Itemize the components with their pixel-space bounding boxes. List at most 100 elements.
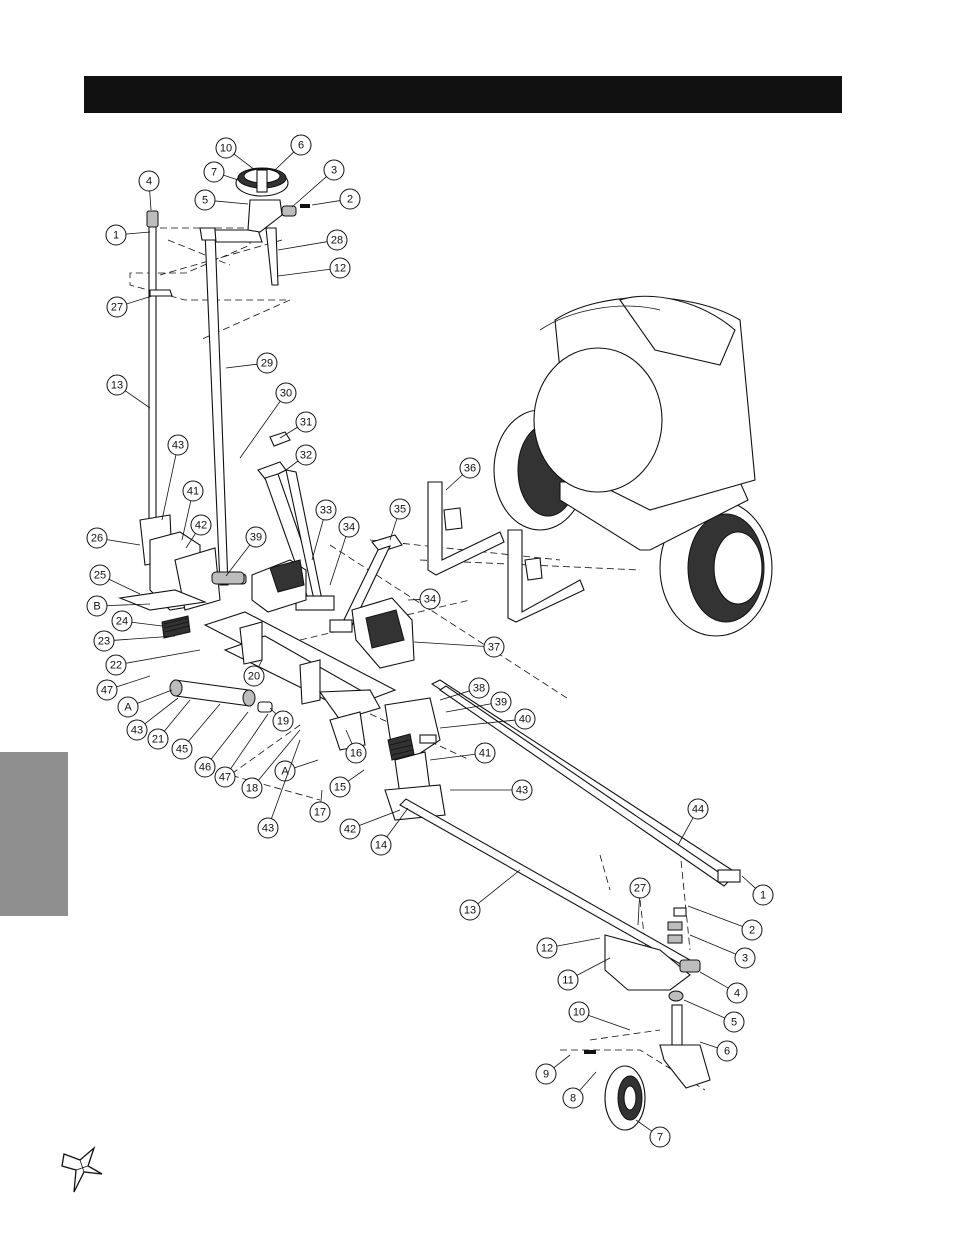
callout-circle — [483, 636, 505, 658]
callout-label: 4 — [734, 988, 740, 1000]
callout-circle — [214, 766, 236, 788]
callout-leader-line — [269, 707, 277, 715]
callout-40: 40 — [439, 708, 536, 730]
callout-leader-line — [144, 697, 179, 725]
callout-label: 2 — [749, 925, 755, 937]
callout-leader-line — [677, 817, 694, 846]
callout-47: 47 — [214, 713, 269, 788]
callout-circle — [190, 514, 212, 536]
callout-leader-line — [214, 200, 249, 205]
callout-4: 4 — [138, 170, 160, 211]
callout-leader-line — [239, 400, 281, 459]
callout-circle — [345, 742, 367, 764]
callout-28: 28 — [277, 229, 348, 251]
hoop-brackets — [427, 481, 585, 623]
callout-31: 31 — [279, 411, 317, 439]
callout-circle — [629, 877, 651, 899]
callout-leader-line — [271, 739, 301, 819]
callout-circle — [295, 411, 317, 433]
callout-18: 18 — [241, 729, 301, 799]
callout-6: 6 — [274, 134, 312, 171]
rear-caster-assembly — [584, 907, 711, 1131]
callout-label: 1 — [760, 890, 766, 902]
callout-circle — [468, 677, 490, 699]
tank-trailer-illustration — [493, 295, 773, 637]
callout-2: 2 — [687, 905, 763, 941]
callout-circle — [167, 434, 189, 456]
callout-label: 5 — [202, 195, 208, 207]
callout-circle — [117, 696, 139, 718]
callout-label: 34 — [343, 522, 355, 534]
callout-circle — [734, 947, 756, 969]
callout-circle — [243, 665, 265, 687]
callout-32: 32 — [285, 444, 317, 471]
callout-2: 2 — [311, 188, 361, 210]
callout-leader-line — [185, 533, 196, 549]
callout-10: 10 — [568, 1001, 631, 1031]
callout-label: 27 — [634, 883, 646, 895]
callout-label: 7 — [657, 1132, 663, 1144]
callout-leader-line — [106, 539, 141, 546]
callout-leader-line — [108, 578, 141, 595]
callout-circle — [419, 588, 441, 610]
callout-label: 5 — [731, 1017, 737, 1029]
callout-circle — [106, 374, 128, 396]
cross-roller — [169, 679, 273, 713]
left-bracket-assembly — [117, 514, 245, 611]
callout-circle — [272, 710, 294, 732]
callout-leader-line — [439, 690, 470, 701]
callout-7: 7 — [635, 1119, 671, 1148]
callout-label: 47 — [219, 772, 231, 784]
callout-leader-line — [556, 937, 601, 947]
callout-label: 39 — [495, 697, 507, 709]
callout-circle — [315, 499, 337, 521]
callout-circle — [126, 719, 148, 741]
callout-13: 13 — [106, 374, 151, 409]
callout-circle — [105, 654, 127, 676]
callout-25: 25 — [89, 564, 141, 595]
callout-21: 21 — [147, 699, 191, 750]
callout-label: 30 — [280, 388, 292, 400]
callout-label: 38 — [473, 683, 485, 695]
callout-leader-line — [445, 703, 492, 713]
callout-leader-line — [311, 200, 341, 206]
callout-circle — [329, 776, 351, 798]
callout-20: 20 — [243, 659, 265, 687]
callout-leader-line — [689, 934, 736, 955]
callout-label: 33 — [320, 505, 332, 517]
callout-11: 11 — [557, 957, 611, 991]
callout-1: 1 — [105, 224, 151, 246]
callout-label: 6 — [724, 1046, 730, 1058]
callout-circle — [459, 457, 481, 479]
callout-circle — [147, 728, 169, 750]
callout-circle — [536, 937, 558, 959]
top-wheel-assembly — [235, 167, 310, 286]
left-upright-bar — [146, 210, 173, 535]
callout-label: 42 — [195, 520, 207, 532]
callout-6: 6 — [699, 1040, 738, 1062]
callout-14: 14 — [370, 807, 409, 856]
motor-housing — [227, 559, 307, 613]
callout-10: 10 — [215, 137, 256, 171]
callout-circle — [106, 296, 128, 318]
callout-label: 29 — [261, 358, 273, 370]
callout-label: 8 — [570, 1093, 576, 1105]
callout-leader-line — [439, 719, 516, 729]
callout-leader-line — [683, 999, 726, 1019]
callout-leader-line — [124, 390, 151, 409]
callout-9: 9 — [535, 1054, 571, 1085]
callout-leader-line — [164, 699, 191, 732]
callout-47: 47 — [96, 675, 151, 701]
callout-label: 13 — [464, 905, 476, 917]
callout-15: 15 — [329, 769, 365, 798]
callout-circle — [241, 777, 263, 799]
callout-label: A — [124, 702, 132, 714]
callout-circle — [329, 257, 351, 279]
callout-circle — [256, 352, 278, 374]
callout-label: 2 — [347, 194, 353, 206]
callout-7: 7 — [203, 161, 239, 183]
callout-13: 13 — [459, 869, 521, 921]
callout-12: 12 — [277, 257, 351, 279]
callout-circle — [182, 480, 204, 502]
